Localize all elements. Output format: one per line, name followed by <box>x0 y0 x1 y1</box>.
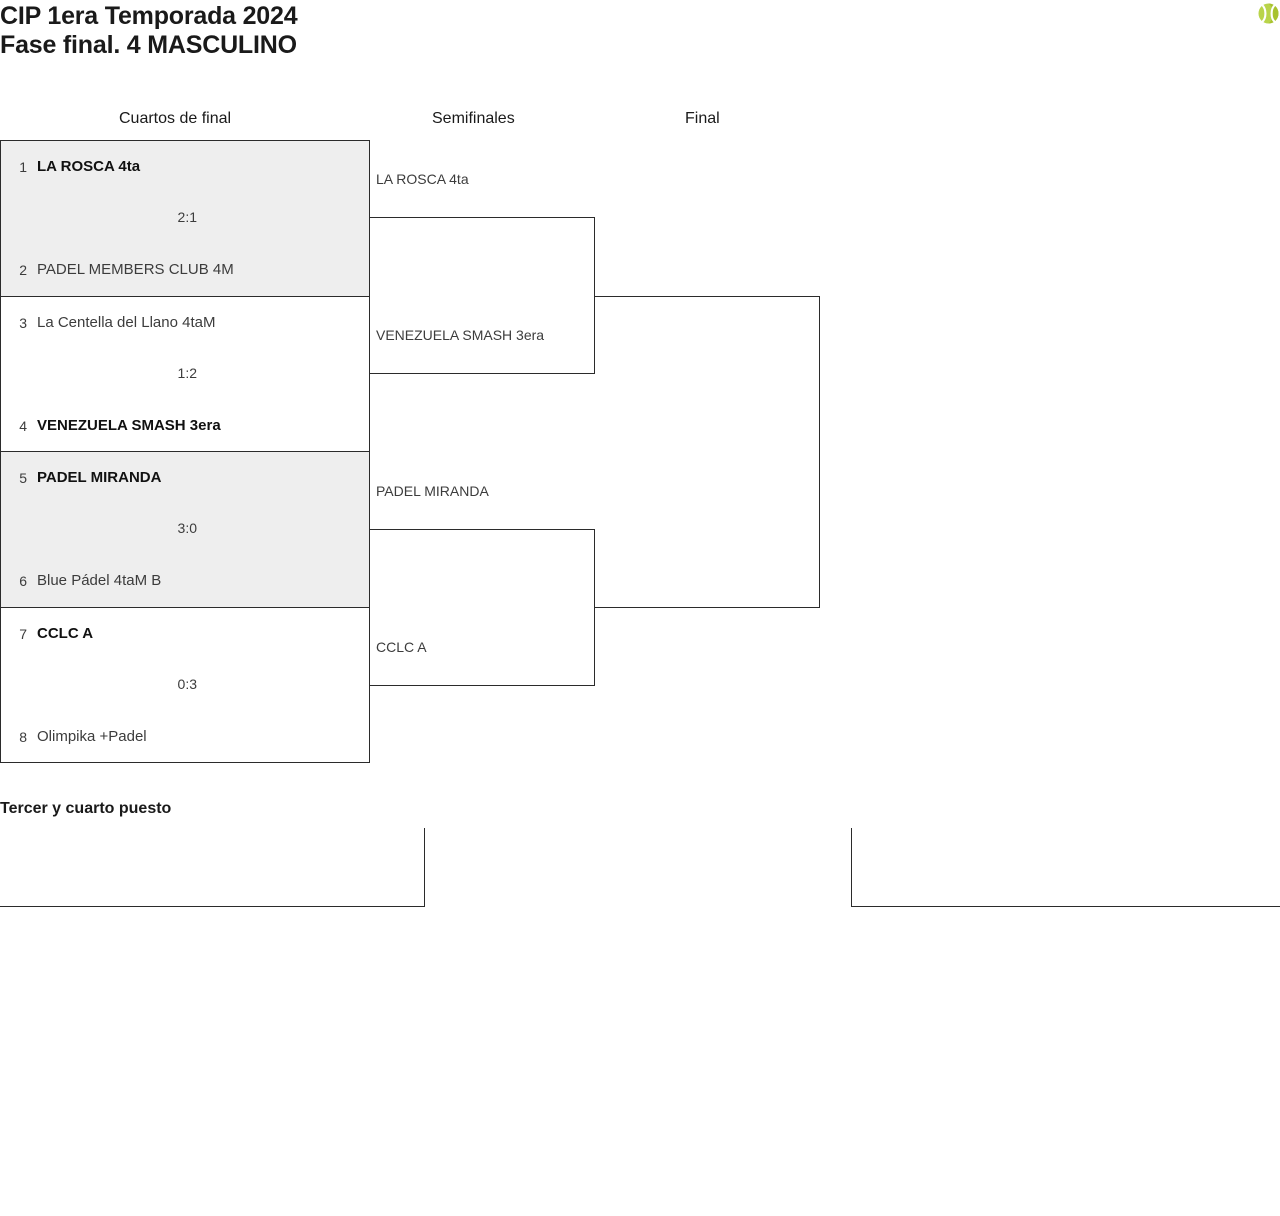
final-connector <box>594 296 820 608</box>
semifinal-connector-top <box>369 217 595 374</box>
quarterfinal-match-4[interactable]: 7 CCLC A 0:3 8 Olimpika +Padel <box>0 607 370 763</box>
seed-number: 7 <box>19 625 27 642</box>
match-2-score: 1:2 <box>177 365 197 381</box>
quarterfinal-match-3[interactable]: 5 PADEL MIRANDA 3:0 6 Blue Pádel 4taM B <box>0 451 370 607</box>
round-header-final: Final <box>685 110 720 127</box>
seed-number: 5 <box>19 469 27 486</box>
match-1-score: 2:1 <box>177 209 197 225</box>
round-header-semifinals: Semifinales <box>432 110 515 127</box>
seed-number: 2 <box>19 261 27 278</box>
seed-number: 6 <box>19 572 27 589</box>
match-3-bottom-slot[interactable]: 6 Blue Pádel 4taM B <box>1 572 371 589</box>
quarterfinal-match-1[interactable]: 1 LA ROSCA 4ta 2:1 2 PADEL MEMBERS CLUB … <box>0 140 370 296</box>
match-1-top-slot[interactable]: 1 LA ROSCA 4ta <box>1 158 371 175</box>
tournament-title-line-2: Fase final. 4 MASCULINO <box>0 31 297 59</box>
match-4-top-slot[interactable]: 7 CCLC A <box>1 625 371 642</box>
team-name: PADEL MEMBERS CLUB 4M <box>37 261 234 278</box>
team-name: CCLC A <box>37 625 94 642</box>
quarterfinal-match-2[interactable]: 3 La Centella del Llano 4taM 1:2 4 VENEZ… <box>0 296 370 452</box>
match-3-top-slot[interactable]: 5 PADEL MIRANDA <box>1 469 371 486</box>
team-name: LA ROSCA 4ta <box>37 158 141 175</box>
tournament-title-line-1: CIP 1era Temporada 2024 <box>0 2 298 30</box>
round-header-quarterfinals: Cuartos de final <box>119 110 232 127</box>
semifinal-slot-3[interactable]: PADEL MIRANDA <box>376 483 489 499</box>
padel-ball-logo <box>1258 3 1279 24</box>
team-name: PADEL MIRANDA <box>37 469 162 486</box>
team-name: VENEZUELA SMASH 3era <box>37 417 221 434</box>
semifinal-connector-bottom <box>369 529 595 686</box>
team-name: Olimpika +Padel <box>37 728 147 745</box>
match-1-bottom-slot[interactable]: 2 PADEL MEMBERS CLUB 4M <box>1 261 371 278</box>
semifinal-slot-1[interactable]: LA ROSCA 4ta <box>376 171 469 187</box>
third-place-box-left[interactable] <box>0 828 425 907</box>
seed-number: 8 <box>19 728 27 745</box>
match-2-bottom-slot[interactable]: 4 VENEZUELA SMASH 3era <box>1 417 371 434</box>
semifinal-slot-2[interactable]: VENEZUELA SMASH 3era <box>376 327 545 343</box>
team-name: Blue Pádel 4taM B <box>37 572 162 589</box>
match-3-score: 3:0 <box>177 520 197 536</box>
seed-number: 4 <box>19 417 27 434</box>
page-title: CIP 1era Temporada 2024 Fase final. 4 MA… <box>0 2 700 60</box>
match-2-top-slot[interactable]: 3 La Centella del Llano 4taM <box>1 314 371 331</box>
team-name: La Centella del Llano 4taM <box>37 314 216 331</box>
semifinal-slot-4[interactable]: CCLC A <box>376 639 427 655</box>
seed-number: 3 <box>19 314 27 331</box>
seed-number: 1 <box>19 158 27 175</box>
match-4-bottom-slot[interactable]: 8 Olimpika +Padel <box>1 728 371 745</box>
third-place-box-right[interactable] <box>851 828 1280 907</box>
match-4-score: 0:3 <box>177 676 197 692</box>
third-place-title: Tercer y cuarto puesto <box>0 800 172 817</box>
